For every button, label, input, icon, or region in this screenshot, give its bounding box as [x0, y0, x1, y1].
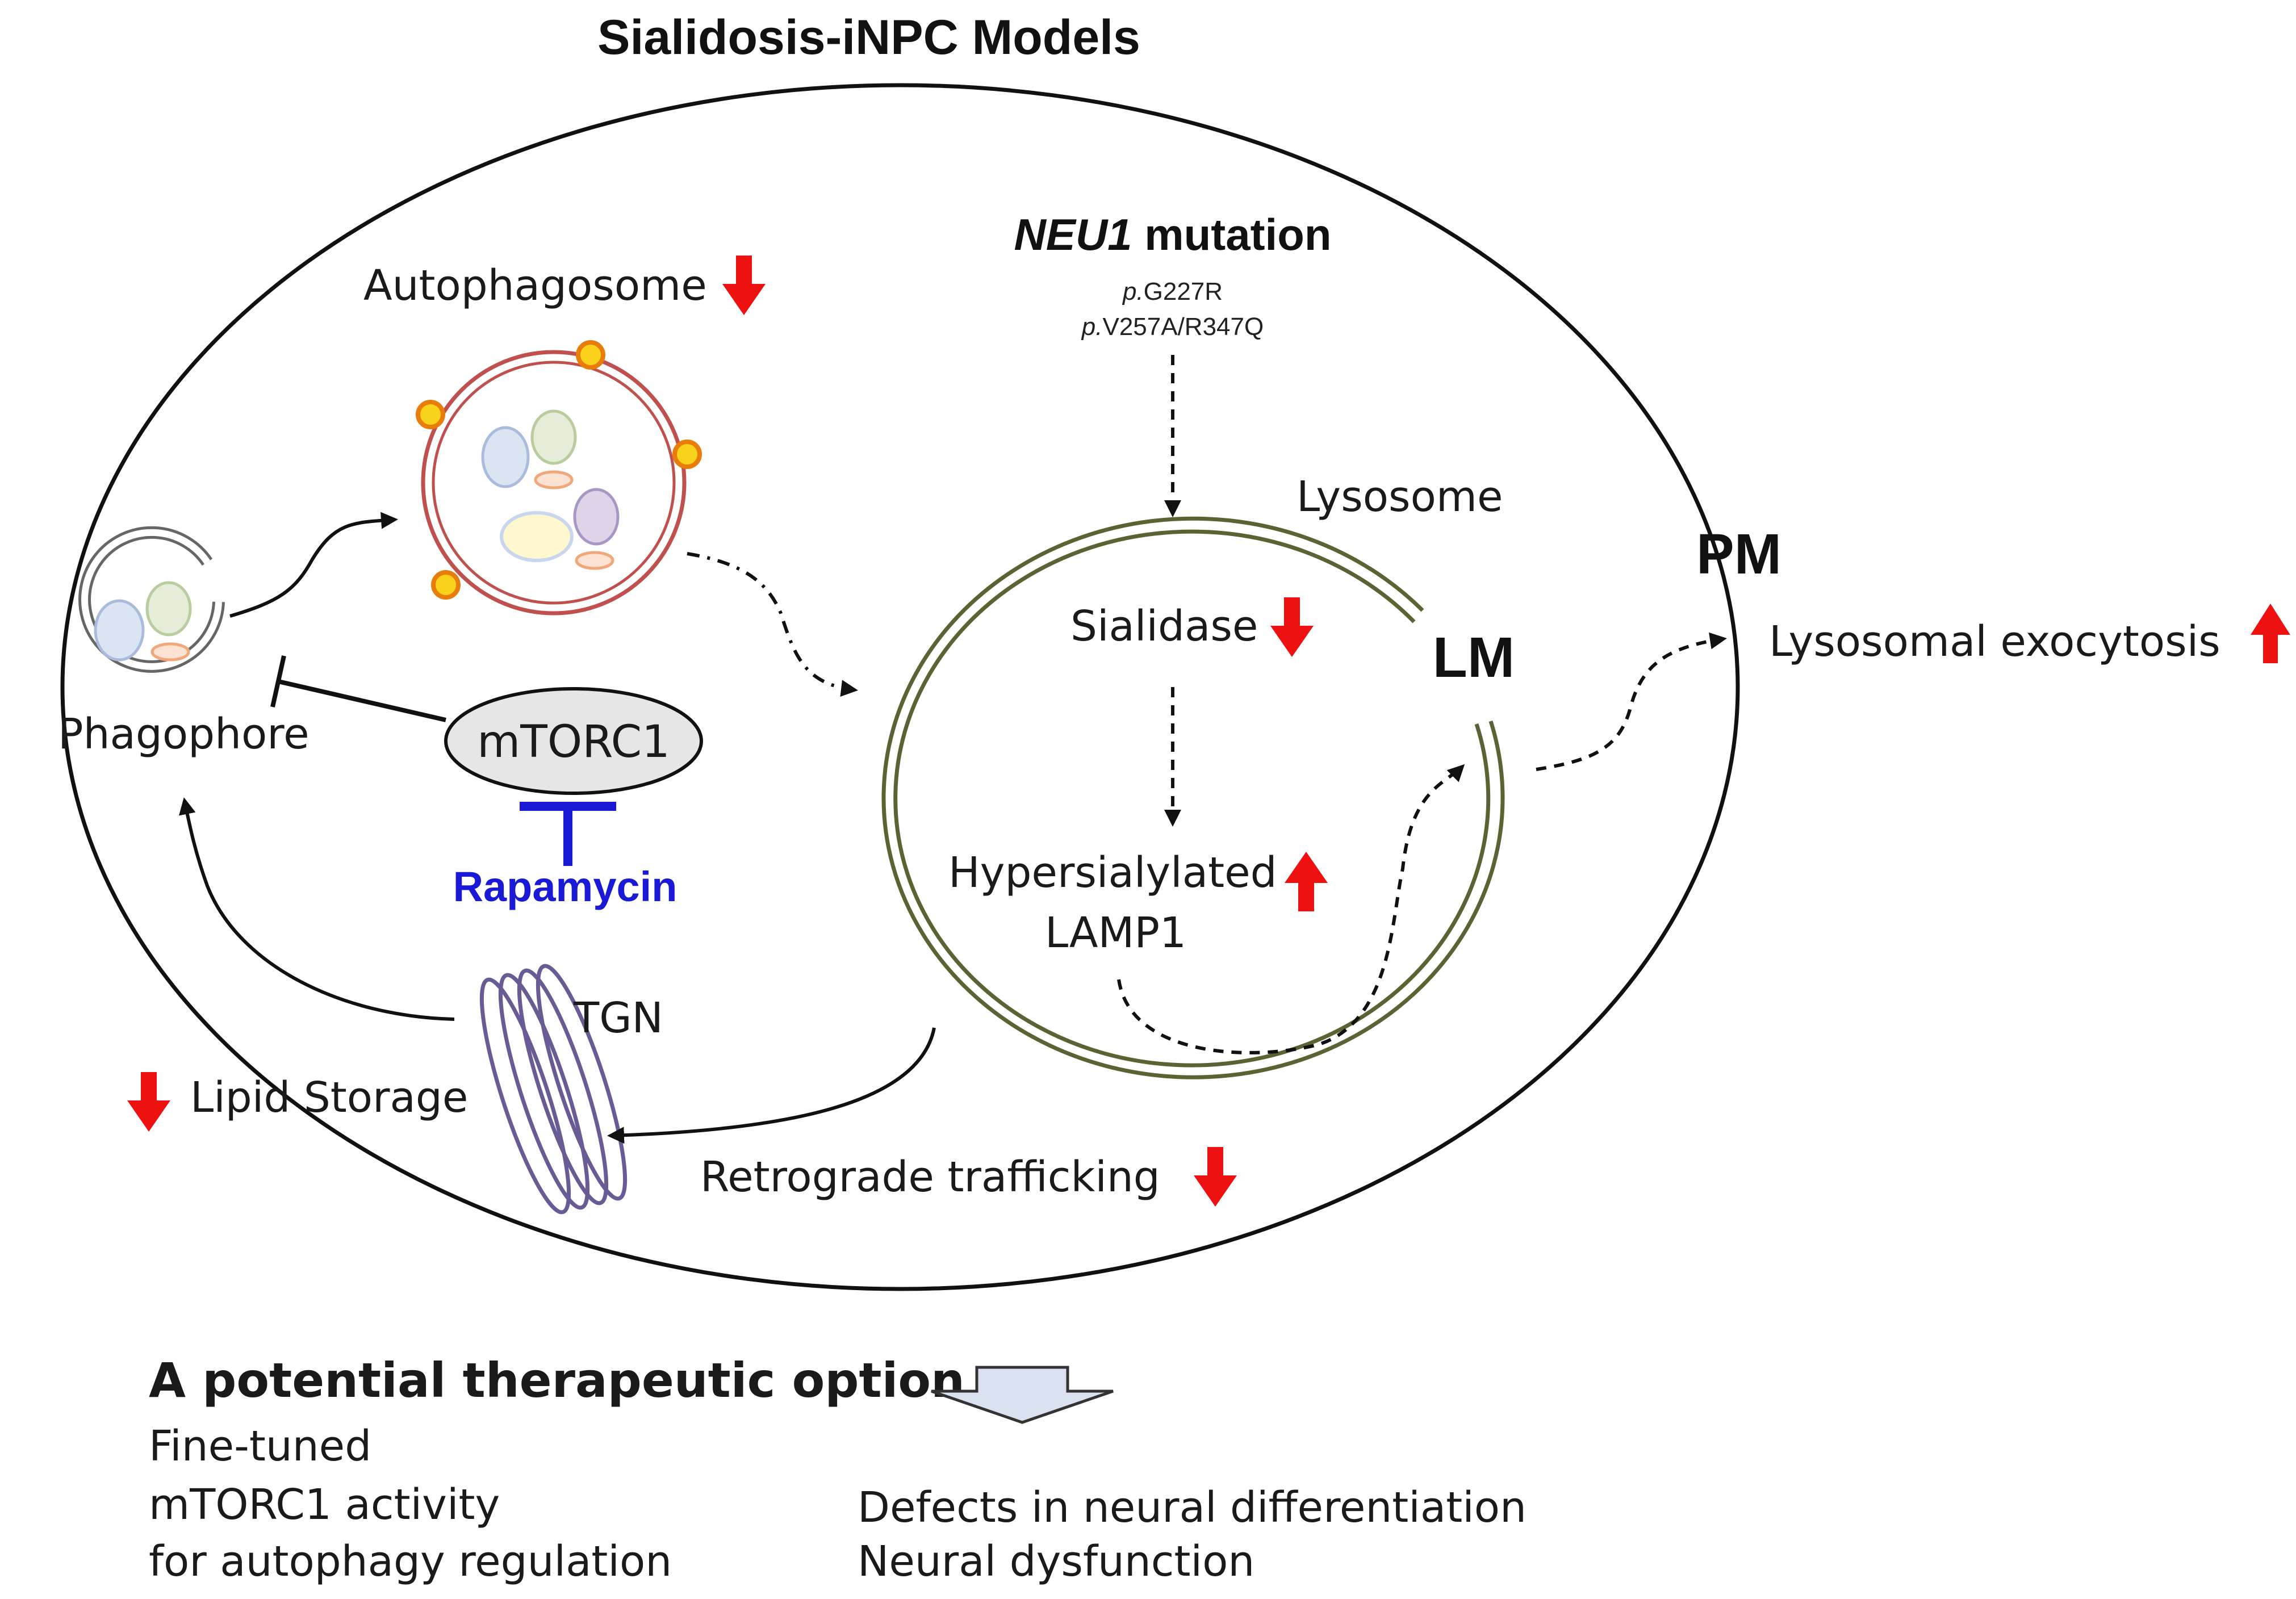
retrograde-label: Retrograde trafficking	[700, 1153, 1160, 1202]
sialidase-decrease-arrow	[1270, 597, 1314, 657]
variant-2: p.V257A/R347Q	[1081, 313, 1264, 341]
hypersialylated-label: Hypersialylated	[948, 848, 1277, 897]
neu1-gene: NEU1	[1014, 210, 1132, 259]
sialidase-label: Sialidase	[1070, 602, 1258, 651]
tgn-to-phagophore-arrow	[178, 797, 455, 1021]
mtorc1-node	[444, 687, 703, 795]
outcome-block-arrow	[931, 1366, 1114, 1424]
autophagosome-label: Autophagosome	[363, 261, 707, 310]
lamp1-label: LAMP1	[1045, 909, 1186, 957]
lipid-storage-label: Lipid Storage	[190, 1073, 468, 1122]
neu1-mutation-label: NEU1 mutation	[1014, 210, 1331, 259]
rapamycin-label: Rapamycin	[453, 863, 677, 910]
exocytosis-increase-arrow	[2251, 604, 2290, 663]
outcome-line-1: Defects in neural differentiation	[858, 1483, 1527, 1532]
pm-label: PM	[1696, 522, 1781, 586]
lipid-storage-decrease-arrow	[127, 1072, 170, 1132]
tgn-label: TGN	[573, 994, 663, 1043]
lysosome	[881, 516, 1505, 1079]
variant-1: p.G227R	[1122, 278, 1223, 305]
mtorc1-label: mTORC1	[477, 717, 670, 768]
diagram-title: Sialidosis-iNPC Models	[597, 10, 1140, 65]
retrograde-decrease-arrow	[1194, 1147, 1237, 1207]
therapy-line-1: Fine-tuned	[149, 1422, 371, 1471]
therapy-line-2: mTORC1 activity	[149, 1480, 500, 1529]
phagophore-label: Phagophore	[58, 710, 310, 759]
autophagosome	[416, 340, 702, 616]
lamp1-to-lm-arrow	[1117, 764, 1465, 1054]
therapy-line-3: for autophagy regulation	[149, 1537, 672, 1586]
mtorc1-inhibits-phagophore	[270, 655, 446, 722]
outcome-line-2: Neural dysfunction	[858, 1537, 1254, 1586]
phagophore	[78, 526, 225, 673]
lm-to-pm-arrow	[1536, 632, 1727, 771]
mutation-word: mutation	[1144, 210, 1331, 259]
lm-label: LM	[1433, 626, 1515, 689]
cell-membrane	[60, 83, 1740, 1291]
autophagosome-decrease-arrow	[722, 256, 766, 315]
autophagosome-to-lysosome-arrow	[687, 552, 858, 697]
lamp1-increase-arrow	[1285, 852, 1328, 911]
rapamycin-inhibition	[520, 802, 616, 866]
lysosome-label: Lysosome	[1297, 472, 1503, 521]
retrograde-arrow	[607, 1027, 936, 1144]
tgn-golgi	[479, 964, 628, 1215]
therapy-heading: A potential therapeutic option	[149, 1353, 965, 1408]
phagophore-to-autophagosome-arrow	[229, 512, 398, 618]
exocytosis-label: Lysosomal exocytosis	[1769, 617, 2220, 666]
